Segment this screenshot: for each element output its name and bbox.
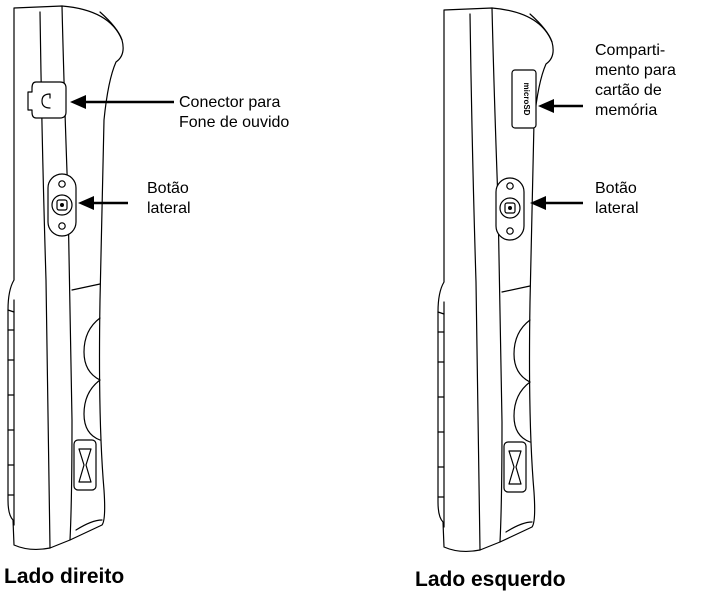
left-side-phone: microSD — [437, 7, 554, 553]
card-label-line1: Comparti- — [595, 42, 665, 59]
headset-arrow — [70, 95, 174, 109]
memory-card-slot: microSD — [511, 69, 537, 129]
side-button-right — [47, 173, 77, 237]
side-button-left-label-line2: lateral — [595, 200, 639, 217]
headset-label-line2: Fone de ouvido — [179, 114, 289, 131]
side-button-left-arrow — [530, 196, 583, 210]
card-slot-mark: microSD — [522, 83, 531, 116]
card-slot-arrow — [538, 99, 583, 113]
side-button-right-arrow — [78, 196, 128, 210]
card-label-line2: mento para — [595, 62, 676, 79]
side-button-left — [495, 177, 525, 241]
card-label-line4: memória — [595, 102, 657, 119]
right-side-phone — [7, 5, 124, 551]
headset-connector — [27, 81, 67, 119]
caption-left-side: Lado esquerdo — [415, 568, 566, 591]
side-button-right-label-line1: Botão — [147, 180, 189, 197]
headset-label-line1: Conector para — [179, 94, 280, 111]
side-button-left-label-line1: Botão — [595, 180, 637, 197]
card-label-line3: cartão de — [595, 82, 662, 99]
caption-right-side: Lado direito — [4, 565, 124, 588]
side-button-right-label-line2: lateral — [147, 200, 191, 217]
